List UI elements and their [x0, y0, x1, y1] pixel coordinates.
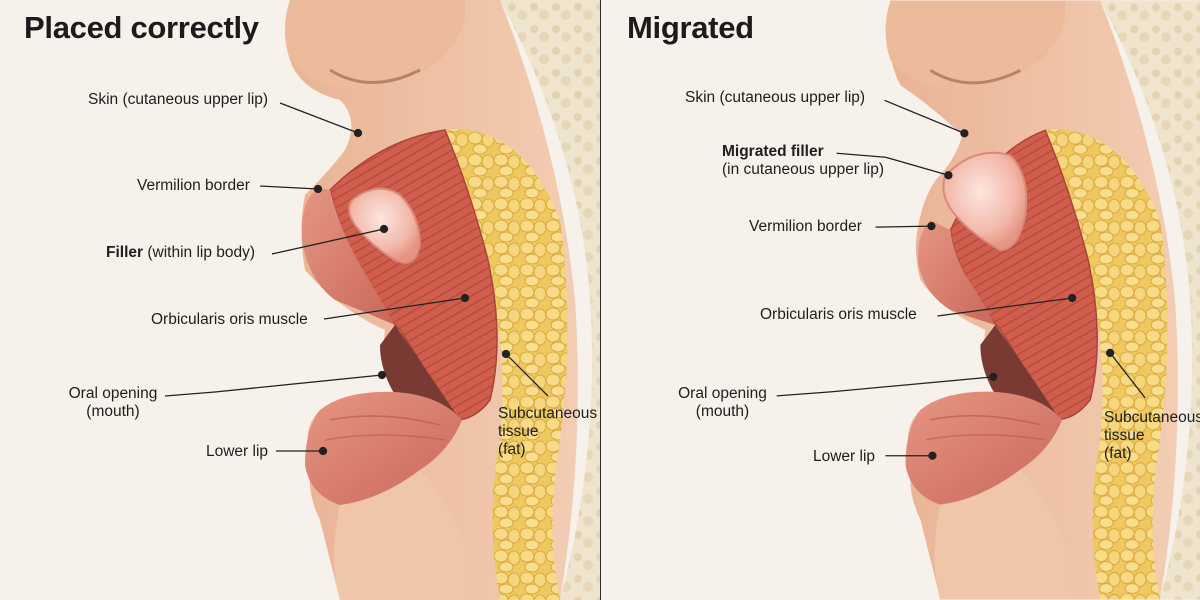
label-subcutaneous-tissue: Subcutaneous tissue (fat) — [1104, 409, 1200, 462]
subcutaneous-fat — [1040, 129, 1168, 600]
label-lower-lip: Lower lip — [206, 443, 269, 460]
subcutaneous-fat — [440, 129, 568, 600]
migrated-filler — [942, 151, 1028, 252]
label-oral-opening: Oral opening (mouth) — [678, 385, 767, 420]
nose — [885, 0, 1066, 89]
bone-region — [1100, 0, 1200, 600]
label-oral-opening: Oral opening (mouth) — [68, 385, 158, 420]
oral-opening — [380, 325, 460, 420]
oral-opening — [980, 324, 1061, 420]
label-skin: Skin (cutaneous upper lip) — [88, 91, 269, 108]
lip-anatomy-illustration-placed — [164, 0, 600, 600]
label-migrated-filler: Migrated filler (in cutaneous upper lip) — [722, 143, 884, 178]
lower-lip — [905, 391, 1063, 505]
chin — [934, 469, 1071, 600]
bone-region — [500, 0, 600, 600]
panel-placed-correctly: Placed correctly Skin (cutaneous upper l… — [24, 0, 600, 600]
upper-lip — [301, 188, 395, 325]
label-lower-lip: Lower lip — [813, 448, 876, 465]
upper-lip — [917, 220, 996, 325]
label-vermilion-border: Vermilion border — [749, 218, 862, 235]
label-subcutaneous-tissue: Subcutaneous tissue (fat) — [498, 405, 598, 458]
lower-lip — [305, 391, 462, 505]
label-filler: Filler (within lip body) — [106, 244, 256, 261]
label-orbicularis-oris: Orbicularis oris muscle — [760, 306, 917, 323]
chin — [334, 470, 470, 600]
panel-divider — [599, 0, 601, 600]
panel-title: Migrated — [627, 10, 754, 45]
label-skin: Skin (cutaneous upper lip) — [685, 89, 866, 106]
lip-anatomy-illustration-migrated — [776, 0, 1200, 600]
panel-migrated: Migrated Skin (cutaneous upper lip) Migr… — [601, 0, 1200, 600]
panel-title: Placed correctly — [24, 10, 259, 45]
label-vermilion-border: Vermilion border — [137, 177, 250, 194]
nose — [285, 0, 466, 89]
label-orbicularis-oris: Orbicularis oris muscle — [151, 311, 308, 328]
